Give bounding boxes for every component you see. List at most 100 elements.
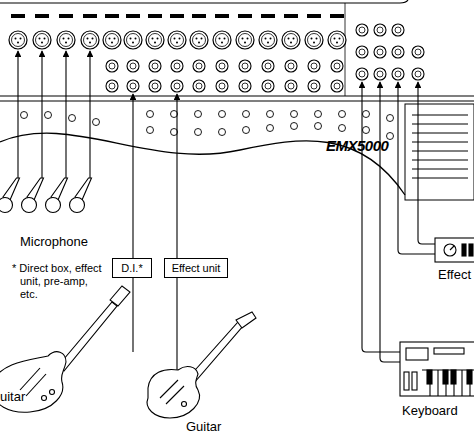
microphone-cables — [18, 51, 90, 178]
knobs — [291, 123, 298, 130]
knobs — [291, 111, 298, 118]
knobs — [45, 112, 52, 119]
phone-jacks — [285, 80, 297, 92]
jack-labels — [307, 14, 321, 18]
jack-labels — [192, 14, 206, 18]
keyboard-cables — [362, 82, 400, 362]
electric-guitar — [147, 367, 199, 418]
effect-device — [450, 246, 454, 250]
mixer-panel — [0, 100, 474, 101]
knobs — [21, 112, 28, 119]
effect-device — [435, 238, 474, 262]
microphones — [27, 178, 44, 200]
phone-jacks — [106, 80, 118, 92]
knobs — [147, 127, 154, 134]
di-box: D.I.* — [112, 258, 152, 278]
knobs — [243, 111, 250, 118]
phone-jacks — [127, 60, 139, 72]
phone-jacks — [193, 80, 205, 92]
phone-jacks — [127, 80, 139, 92]
knob-panel — [412, 124, 468, 125]
jack-labels — [261, 14, 275, 18]
knob-panel — [412, 160, 468, 161]
effect-device — [435, 238, 474, 262]
mixer-panel — [0, 95, 474, 96]
guitar-cables — [133, 94, 177, 372]
phone-jacks — [356, 24, 368, 36]
jack-labels — [105, 14, 119, 18]
knobs — [147, 111, 154, 118]
phone-jacks — [171, 80, 183, 92]
keyboard-instrument — [400, 342, 474, 396]
phone-jacks — [412, 68, 424, 80]
phone-jacks — [106, 24, 424, 92]
microphones — [22, 198, 37, 213]
microphone-cables — [89, 51, 90, 178]
phone-jacks — [262, 80, 274, 92]
phone-jacks — [149, 60, 161, 72]
electric-guitar — [147, 312, 256, 418]
jack-labels — [330, 14, 344, 18]
phone-jacks — [412, 46, 424, 58]
device-label: Microphone — [20, 234, 88, 249]
knobs — [363, 111, 370, 118]
knob-panel — [412, 151, 468, 152]
electric-guitar — [182, 402, 187, 407]
jack-labels — [11, 14, 25, 18]
bass-guitar — [20, 368, 40, 390]
microphone-cables — [41, 51, 42, 178]
phone-jacks — [239, 80, 251, 92]
effect-cables — [398, 82, 435, 254]
footnote: * Direct box, effect unit, pre-amp, etc. — [12, 262, 102, 301]
phone-jacks — [392, 24, 404, 36]
xlr-jacks — [33, 31, 51, 49]
knobs — [219, 129, 226, 136]
microphones — [51, 178, 68, 200]
device-label: uitar — [0, 389, 25, 404]
keyboard-instrument — [467, 370, 472, 384]
device-label: Keyboard — [402, 403, 458, 418]
knobs — [21, 111, 394, 140]
xlr-jacks — [124, 31, 142, 49]
bass-guitar — [50, 390, 55, 395]
xlr-jacks — [146, 31, 164, 49]
knobs — [387, 115, 394, 122]
phone-jacks — [331, 60, 343, 72]
electric-guitar — [166, 386, 184, 404]
microphones — [0, 178, 92, 213]
mixer-panel — [0, 0, 474, 101]
phone-jacks — [285, 60, 297, 72]
knob-panel — [405, 104, 474, 200]
knobs — [363, 127, 370, 134]
microphones — [70, 198, 85, 213]
keyboard-cables — [362, 82, 400, 352]
xlr-jacks — [236, 31, 254, 49]
device-label: Guitar — [186, 419, 221, 434]
jack-labels — [170, 14, 184, 18]
keyboard-instrument — [434, 348, 464, 354]
microphones — [0, 198, 13, 213]
knobs — [93, 119, 100, 126]
knob-panel — [412, 115, 468, 116]
phone-jacks — [149, 80, 161, 92]
phone-jacks — [193, 60, 205, 72]
keyboard-instrument — [437, 370, 438, 396]
keyboard-instrument — [412, 372, 417, 390]
knob-panel — [412, 169, 468, 170]
box-label: D.I.* — [121, 262, 142, 274]
guitar-cables — [132, 278, 133, 352]
bass-guitar — [26, 374, 46, 396]
jack-labels — [148, 14, 162, 18]
xlr-jacks — [81, 31, 99, 49]
effect-cables — [398, 82, 435, 254]
keyboard-instrument — [400, 342, 474, 396]
knob-panel — [0, 104, 474, 200]
knobs — [315, 123, 322, 130]
phone-jacks — [392, 68, 404, 80]
knobs — [69, 115, 76, 122]
phone-jacks — [392, 46, 404, 58]
jack-labels — [59, 14, 73, 18]
device-label: Effect — [438, 267, 471, 282]
phone-jacks — [239, 60, 251, 72]
